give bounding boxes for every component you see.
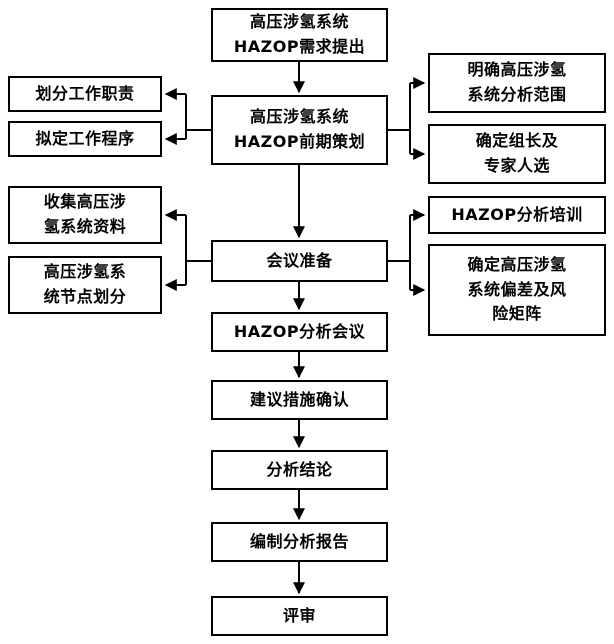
flow-box-training: HAZOP分析培训 bbox=[428, 196, 606, 234]
flow-box-duties: 划分工作职责 bbox=[8, 76, 162, 112]
flow-box-measures: 建议措施确认 bbox=[211, 380, 388, 420]
branch-meeting-right bbox=[388, 215, 411, 290]
branch-meeting-left bbox=[185, 215, 211, 285]
flow-box-demand: 高压涉氢系统 HAZOP需求提出 bbox=[211, 8, 388, 62]
flow-box-leader: 确定组长及 专家人选 bbox=[428, 124, 606, 184]
flow-box-collect: 收集高压涉 氢系统资料 bbox=[8, 186, 162, 244]
flow-box-conclusion: 分析结论 bbox=[211, 450, 388, 490]
flow-box-procedures: 拟定工作程序 bbox=[8, 121, 162, 157]
flow-box-review: 评审 bbox=[211, 596, 388, 636]
flow-box-meeting-prep: 会议准备 bbox=[211, 240, 388, 282]
flow-box-hazop-meeting: HAZOP分析会议 bbox=[211, 312, 388, 352]
branch-planning-right bbox=[388, 83, 411, 154]
flow-box-risk-matrix: 确定高压涉氢 系统偏差及风 险矩阵 bbox=[428, 244, 606, 336]
flow-box-report: 编制分析报告 bbox=[211, 522, 388, 562]
flow-box-scope: 明确高压涉氢 系统分析范围 bbox=[428, 53, 606, 113]
flow-box-planning: 高压涉氢系统 HAZOP前期策划 bbox=[211, 95, 388, 165]
branch-planning-left bbox=[185, 94, 211, 139]
flow-box-nodes: 高压涉氢系 统节点划分 bbox=[8, 256, 162, 314]
